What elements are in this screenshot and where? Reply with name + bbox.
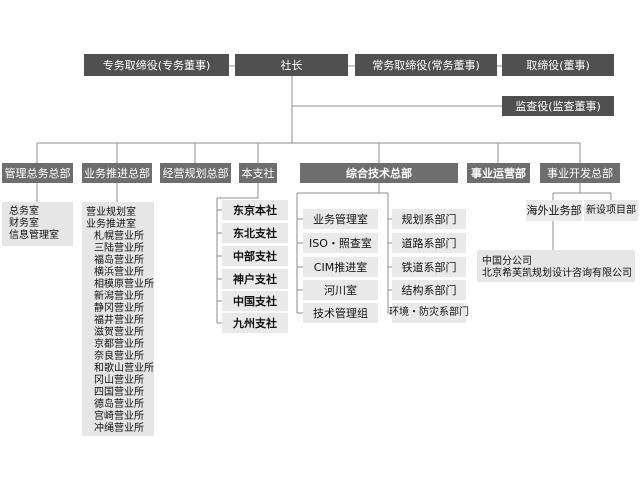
china-branch-box: 中国分公司 北京希芙凯规划设计咨询有限公司 (477, 250, 635, 282)
branch-office-box: 东京本社 (222, 200, 288, 220)
dept-planning-label: 经营规划总部 (162, 166, 229, 180)
sales-office-item: 福岛营业所 (94, 255, 144, 266)
sales-office-item: 奈良营业所 (94, 351, 144, 362)
tech-division-label: 环境・防灾系部门 (389, 307, 469, 318)
tech-office-label: 技术管理组 (313, 306, 368, 320)
sales-office-item: 和歌山营业所 (94, 363, 154, 374)
sales-office-item: 冈山营业所 (94, 375, 144, 386)
dept-business-promotion-label: 业务推进总部 (84, 166, 150, 180)
sales-office-item: 三陆营业所 (94, 243, 144, 254)
tech-office-label: 业务管理室 (313, 212, 368, 226)
dept-development: 事业开发总部 (540, 163, 620, 183)
sales-office-item: 札幌营业所 (94, 231, 144, 242)
branch-office-box: 神户支社 (222, 269, 288, 289)
tech-division-label: 结构系部门 (401, 283, 457, 297)
branch-office-box: 东北支社 (222, 223, 288, 243)
senior-managing-director-box: 专务取缔役(专务董事) (84, 54, 229, 76)
branch-office-box: 中部支社 (222, 246, 288, 266)
auditor-box: 监查役(监查董事) (502, 96, 614, 116)
president-label: 社长 (280, 58, 303, 72)
overseas-business-box: 海外业务部 (526, 200, 582, 221)
list-item: 财务室 (9, 218, 39, 229)
dept-technology-label: 综合技术总部 (346, 166, 412, 180)
sales-office-item: 京都营业所 (94, 339, 144, 350)
director-box: 取缔役(董事) (502, 54, 614, 76)
tech-office-box: CIM推进室 (303, 257, 378, 277)
branch-office-box: 九州支社 (222, 313, 288, 333)
tech-office-label: ISO・照查室 (309, 236, 372, 250)
new-projects-box: 新设项目部 (584, 200, 638, 221)
china-branch-label: 中国分公司 (482, 256, 532, 267)
tech-division-box: 结构系部门 (392, 280, 466, 300)
branch-office-label: 九州支社 (233, 316, 277, 330)
tech-office-label: 河川室 (324, 283, 357, 297)
branch-office-label: 中部支社 (233, 249, 277, 263)
dept-business-promotion: 业务推进总部 (82, 163, 152, 183)
tech-office-box: ISO・照查室 (303, 233, 378, 253)
managing-director-label: 常务取缔役(常务董事) (372, 58, 480, 72)
sales-office-item: 静冈营业所 (94, 303, 144, 314)
senior-managing-director-label: 专务取缔役(专务董事) (102, 58, 211, 72)
branch-office-label: 东北支社 (233, 226, 277, 240)
branch-office-label: 东京本社 (233, 203, 277, 217)
general-affairs-list: 总务室 财务室 信息管理室 (2, 202, 73, 246)
dept-operations-label: 事业运营部 (471, 166, 526, 180)
tech-division-label: 道路系部门 (401, 236, 457, 250)
sales-office-item: 冲绳营业所 (94, 423, 144, 434)
sales-office-item: 横浜营业所 (94, 267, 144, 278)
tech-division-box: 环境・防灾系部门 (389, 303, 469, 323)
sales-office-item: 四国营业所 (94, 387, 144, 398)
dept-branches: 本支社 (239, 163, 277, 183)
tech-office-box: 河川室 (303, 280, 378, 300)
branch-office-label: 中国支社 (233, 294, 277, 308)
dept-branches-label: 本支社 (241, 166, 275, 180)
tech-office-box: 业务管理室 (303, 209, 378, 229)
dept-general-affairs-label: 管理总务总部 (4, 166, 71, 180)
overseas-business-label: 海外业务部 (526, 204, 582, 217)
tech-office-label: CIM推进室 (313, 260, 368, 274)
tech-division-box: 道路系部门 (392, 233, 466, 253)
sales-office-item: 新潟营业所 (94, 291, 144, 302)
list-item: 业务推进室 (86, 219, 136, 230)
list-item: 营业规划室 (86, 207, 136, 218)
new-projects-label: 新设项目部 (586, 204, 636, 216)
tech-division-label: 规划系部门 (401, 212, 457, 226)
list-item: 总务室 (9, 206, 39, 217)
sales-office-item: 宫崎营业所 (94, 411, 144, 422)
list-item: 信息管理室 (9, 230, 59, 241)
sales-office-item: 福井营业所 (94, 315, 144, 326)
tech-division-box: 铁道系部门 (392, 257, 466, 277)
branch-office-box: 中国支社 (222, 291, 288, 311)
director-label: 取缔役(董事) (526, 58, 590, 72)
dept-technology: 综合技术总部 (300, 163, 458, 183)
dept-general-affairs: 管理总务总部 (2, 163, 73, 183)
sales-office-item: 滋贺营业所 (94, 327, 144, 338)
tech-division-box: 规划系部门 (392, 209, 466, 229)
tech-division-label: 铁道系部门 (401, 260, 457, 274)
president-box: 社长 (235, 54, 348, 76)
business-promotion-list: 营业规划室 业务推进室 札幌营业所 三陆营业所 福岛营业所 横浜营业所 相模原营… (82, 202, 154, 436)
dept-development-label: 事业开发总部 (547, 166, 613, 180)
managing-director-box: 常务取缔役(常务董事) (355, 54, 497, 76)
china-company-label: 北京希芙凯规划设计咨询有限公司 (482, 268, 632, 279)
branch-office-label: 神户支社 (233, 272, 277, 286)
sales-office-item: 相模原营业所 (94, 279, 154, 290)
auditor-label: 监查役(监查董事) (515, 99, 601, 113)
dept-operations: 事业运营部 (467, 163, 530, 183)
dept-planning: 经营规划总部 (160, 163, 231, 183)
sales-office-item: 德岛营业所 (94, 399, 144, 410)
tech-office-box: 技术管理组 (303, 303, 378, 323)
